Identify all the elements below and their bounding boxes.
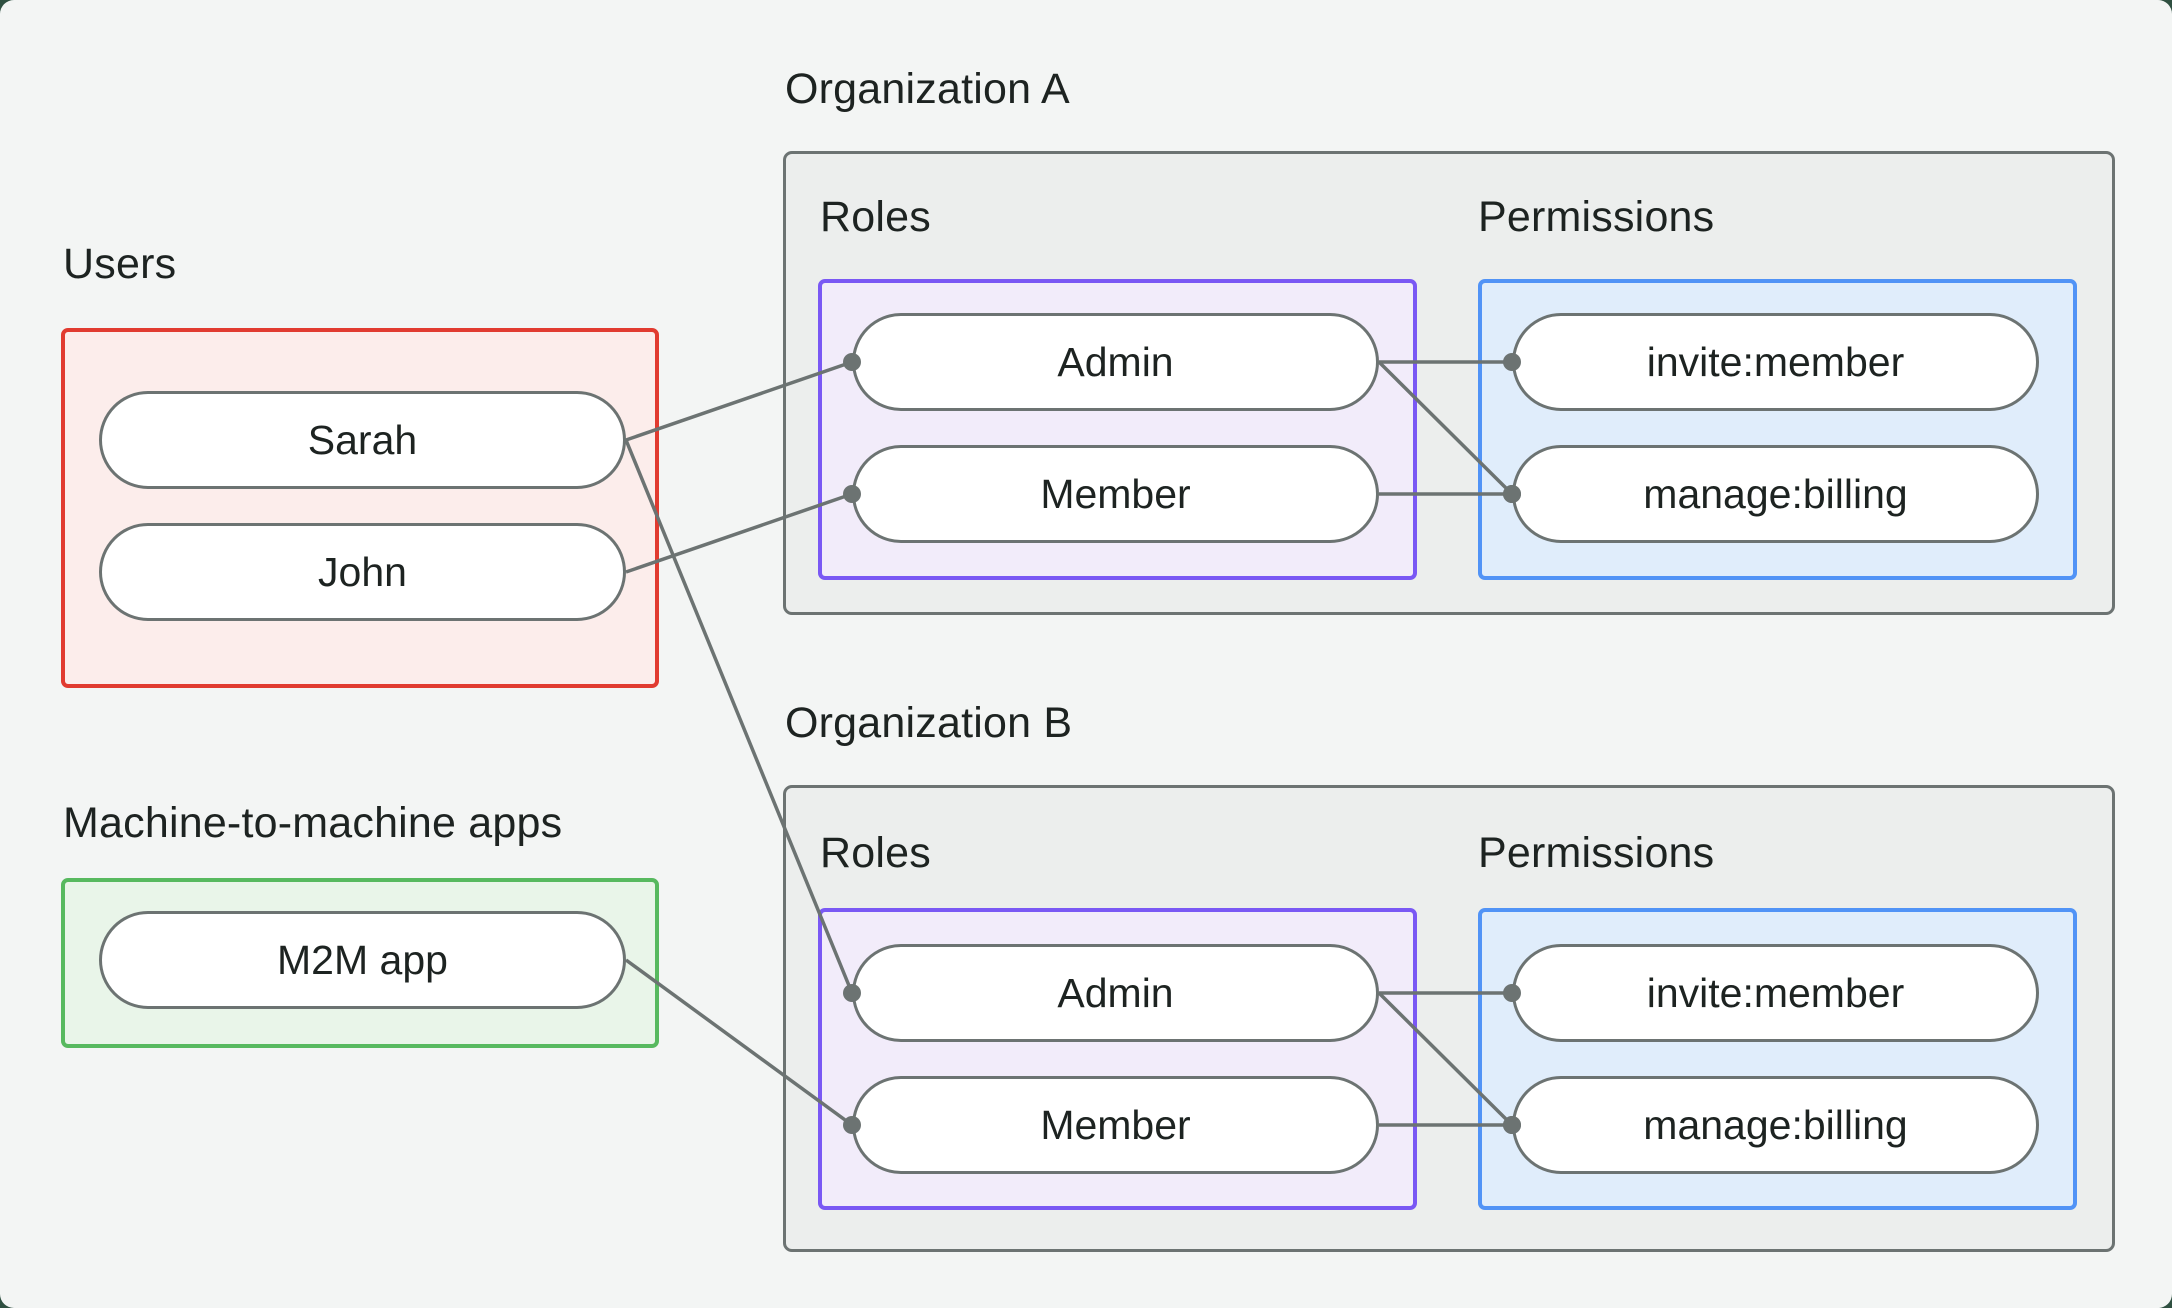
org-b-role-admin[interactable]: Admin: [852, 944, 1379, 1042]
org-a-roles-label: Roles: [820, 193, 931, 241]
org-a-role-admin[interactable]: Admin: [852, 313, 1379, 411]
m2m-section-label: Machine-to-machine apps: [63, 799, 563, 847]
org-a-title: Organization A: [785, 65, 1070, 113]
user-node-sarah[interactable]: Sarah: [99, 391, 626, 489]
org-a-permissions-label: Permissions: [1478, 193, 1715, 241]
user-node-john[interactable]: John: [99, 523, 626, 621]
org-b-roles-label: Roles: [820, 829, 931, 877]
users-group-box: [61, 328, 659, 688]
org-b-permission-invite-member[interactable]: invite:member: [1512, 944, 2039, 1042]
users-section-label: Users: [63, 240, 177, 288]
org-a-permission-invite-member[interactable]: invite:member: [1512, 313, 2039, 411]
org-a-permission-manage-billing[interactable]: manage:billing: [1512, 445, 2039, 543]
org-b-title: Organization B: [785, 699, 1073, 747]
org-b-permissions-label: Permissions: [1478, 829, 1715, 877]
org-b-permission-manage-billing[interactable]: manage:billing: [1512, 1076, 2039, 1174]
org-b-role-member[interactable]: Member: [852, 1076, 1379, 1174]
org-a-role-member[interactable]: Member: [852, 445, 1379, 543]
m2m-app-node[interactable]: M2M app: [99, 911, 626, 1009]
